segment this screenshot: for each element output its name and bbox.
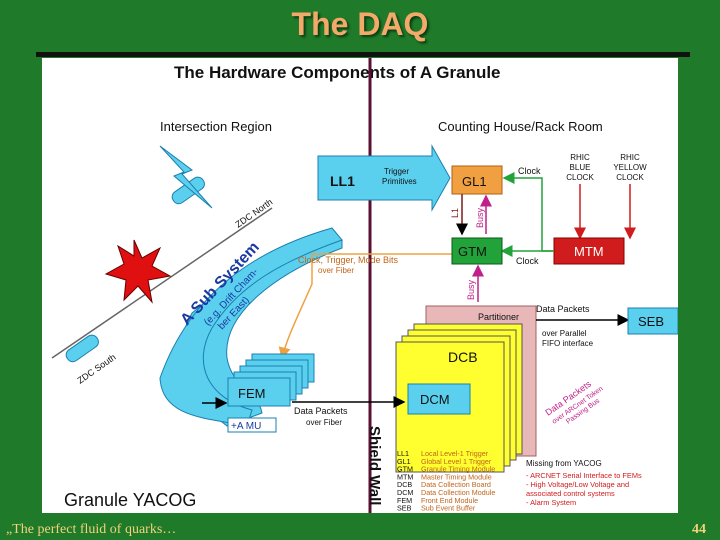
data-packets-fiber-sublabel: over Fiber xyxy=(306,418,342,427)
ll1-arrow xyxy=(317,144,451,212)
legend-abbr: DCB xyxy=(397,480,412,489)
legend-description: Local Level-1 Trigger xyxy=(421,449,489,458)
busy-label-lower: Busy xyxy=(466,279,476,300)
dcm-label: DCM xyxy=(420,392,450,407)
legend-description: Sub Event Buffer xyxy=(421,504,476,513)
missing-list: - ARCNET Serial Interface to FEMs- High … xyxy=(526,471,642,507)
granule-yacog-label: Granule YACOG xyxy=(64,490,196,510)
rhic-blue-line3: CLOCK xyxy=(566,173,594,182)
clock-trigger-line xyxy=(278,246,463,360)
zdc-south-detector xyxy=(65,334,99,363)
seb-label: SEB xyxy=(638,314,664,329)
diagram-title: The Hardware Components of A Granule xyxy=(174,63,501,82)
legend-description: Data Collection Board xyxy=(421,480,491,489)
over-parallel-line2: FIFO interface xyxy=(542,339,594,348)
clock-trigger-label: Clock, Trigger, Mode Bits xyxy=(298,255,399,265)
legend-abbr: MTM xyxy=(397,472,413,481)
partitioner-label: Partitioner xyxy=(478,312,519,322)
clock-label-lower: Clock xyxy=(516,256,539,266)
mtm-label: MTM xyxy=(574,244,604,259)
amu-label: +A MU xyxy=(231,421,261,432)
shield-wall-label: Shield Wall xyxy=(366,426,383,505)
seb-box xyxy=(627,307,679,335)
dcb-label: DCB xyxy=(448,349,478,365)
title-divider xyxy=(36,52,690,57)
missing-item: associated control systems xyxy=(526,489,615,498)
fem-label: FEM xyxy=(238,386,265,401)
rhic-yellow-line3: CLOCK xyxy=(616,173,644,182)
collision-star xyxy=(104,239,172,304)
trigger-primitives-line1: Trigger xyxy=(384,167,409,176)
ll1-label: LL1 xyxy=(330,173,355,189)
gl1-label: GL1 xyxy=(462,174,487,189)
legend-abbr: LL1 xyxy=(397,449,409,458)
counting-house-label: Counting House/Rack Room xyxy=(438,119,603,134)
zdc-north-label: ZDC North xyxy=(233,197,274,230)
missing-item: - Alarm System xyxy=(526,498,576,507)
hardware-diagram: The Hardware Components of A Granule Int… xyxy=(51,58,679,520)
missing-title: Missing from YACOG xyxy=(526,459,602,468)
intersection-region-label: Intersection Region xyxy=(160,119,272,134)
subsystem-body xyxy=(159,227,343,427)
missing-item: - High Voltage/Low Voltage and xyxy=(526,480,629,489)
legend-description: Data Collection Module xyxy=(421,488,495,497)
zdc-north-detector xyxy=(171,176,205,205)
diagram-panel: The Hardware Components of A Granule Int… xyxy=(42,58,679,520)
gl1-box xyxy=(451,165,503,195)
busy-label-upper: Busy xyxy=(475,207,485,228)
clock-to-gl1-line xyxy=(502,172,554,252)
legend-description: Global Level 1 Trigger xyxy=(421,457,492,466)
clock-trigger-sublabel: over Fiber xyxy=(318,266,354,275)
mtm-box xyxy=(553,237,625,265)
legend-abbr: DCM xyxy=(397,488,413,497)
footer-quote: „The perfect fluid of quarks… xyxy=(6,522,177,537)
page-number: 44 xyxy=(692,522,706,537)
legend-abbr: AMU xyxy=(397,511,413,513)
data-packets-label: Data Packets xyxy=(536,304,590,314)
trigger-primitives-line2: Primitives xyxy=(382,177,417,186)
rhic-yellow-line1: RHIC xyxy=(620,153,640,162)
rhic-blue-line1: RHIC xyxy=(570,153,590,162)
data-packets-fiber-label: Data Packets xyxy=(294,406,348,416)
legend-description: Granule Timing Module xyxy=(421,465,495,474)
legend-description: Front End Module xyxy=(421,496,478,505)
rhic-blue-line2: BLUE xyxy=(570,163,591,172)
beam-line xyxy=(51,207,273,359)
amu-box xyxy=(227,417,277,433)
lightning-bolt xyxy=(159,145,213,209)
rhic-yellow-line2: YELLOW xyxy=(613,163,647,172)
slide-title: The DAQ xyxy=(291,6,429,42)
l1-label: L1 xyxy=(450,208,460,218)
over-parallel-line1: over Parallel xyxy=(542,329,587,338)
legend-abbr: GL1 xyxy=(397,457,411,466)
legend-description: Analog Memory Unit xyxy=(421,511,486,513)
clock-label-upper: Clock xyxy=(518,166,541,176)
gtm-box xyxy=(451,237,503,265)
missing-item: - ARCNET Serial Interface to FEMs xyxy=(526,471,642,480)
legend-description: Master Timing Module xyxy=(421,472,492,481)
fem-box xyxy=(227,377,291,407)
legend-abbr: GTM xyxy=(397,465,413,474)
gtm-label: GTM xyxy=(458,244,487,259)
legend-abbr: SEB xyxy=(397,504,412,513)
dcm-box xyxy=(407,383,471,415)
legend-abbr: FEM xyxy=(397,496,412,505)
